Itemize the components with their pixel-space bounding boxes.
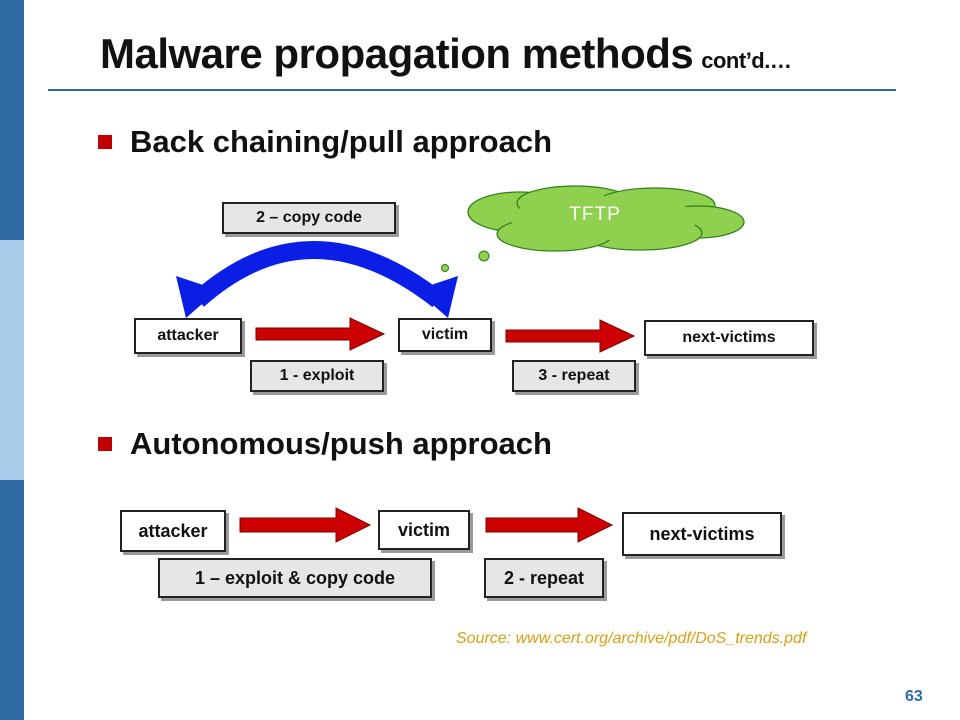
push-attacker-box: attacker [120,510,226,552]
push-victim-box: victim [378,510,470,550]
page-number: 63 [905,688,923,705]
push-next-victims-box: next-victims [622,512,782,556]
exploit-label: 1 - exploit [250,360,384,392]
tftp-label: TFTP [569,204,621,225]
bullet-square-icon [98,135,112,149]
bullet-text: Autonomous/push approach [130,426,552,461]
attacker-box: attacker [134,318,242,354]
victim-box: victim [398,318,492,352]
repeat-arrow-icon [505,319,636,353]
exploit-arrow-icon [255,317,386,351]
slide-title-text: Malware propagation methods [100,30,694,77]
copy-code-curved-arrow-icon [176,241,458,318]
bullet-text: Back chaining/pull approach [130,124,553,159]
slide-title-suffix: cont’d.… [701,48,792,73]
next-victims-box: next-victims [644,320,814,356]
sidebar-bar-bottom [0,480,24,720]
title-divider [48,89,896,91]
exploit-copy-label: 1 – exploit & copy code [158,558,432,598]
bullet-square-icon [98,437,112,451]
bullet-pull-approach: Back chaining/pull approach [98,124,552,160]
bullet-push-approach: Autonomous/push approach [98,426,552,462]
repeat-label: 3 - repeat [512,360,636,392]
slide-title: Malware propagation methods cont’d.… [100,30,792,78]
sidebar-bar-middle [0,240,24,480]
thought-bubble-dots-icon [407,250,490,279]
push-repeat-label: 2 - repeat [484,558,604,598]
source-citation: Source: www.cert.org/archive/pdf/DoS_tre… [456,630,807,647]
copy-code-label: 2 – copy code [222,202,396,234]
exploit-copy-arrow-icon [239,507,372,543]
sidebar-bar-top [0,0,24,240]
push-repeat-arrow-icon [485,507,614,543]
tftp-cloud-icon [467,185,745,252]
